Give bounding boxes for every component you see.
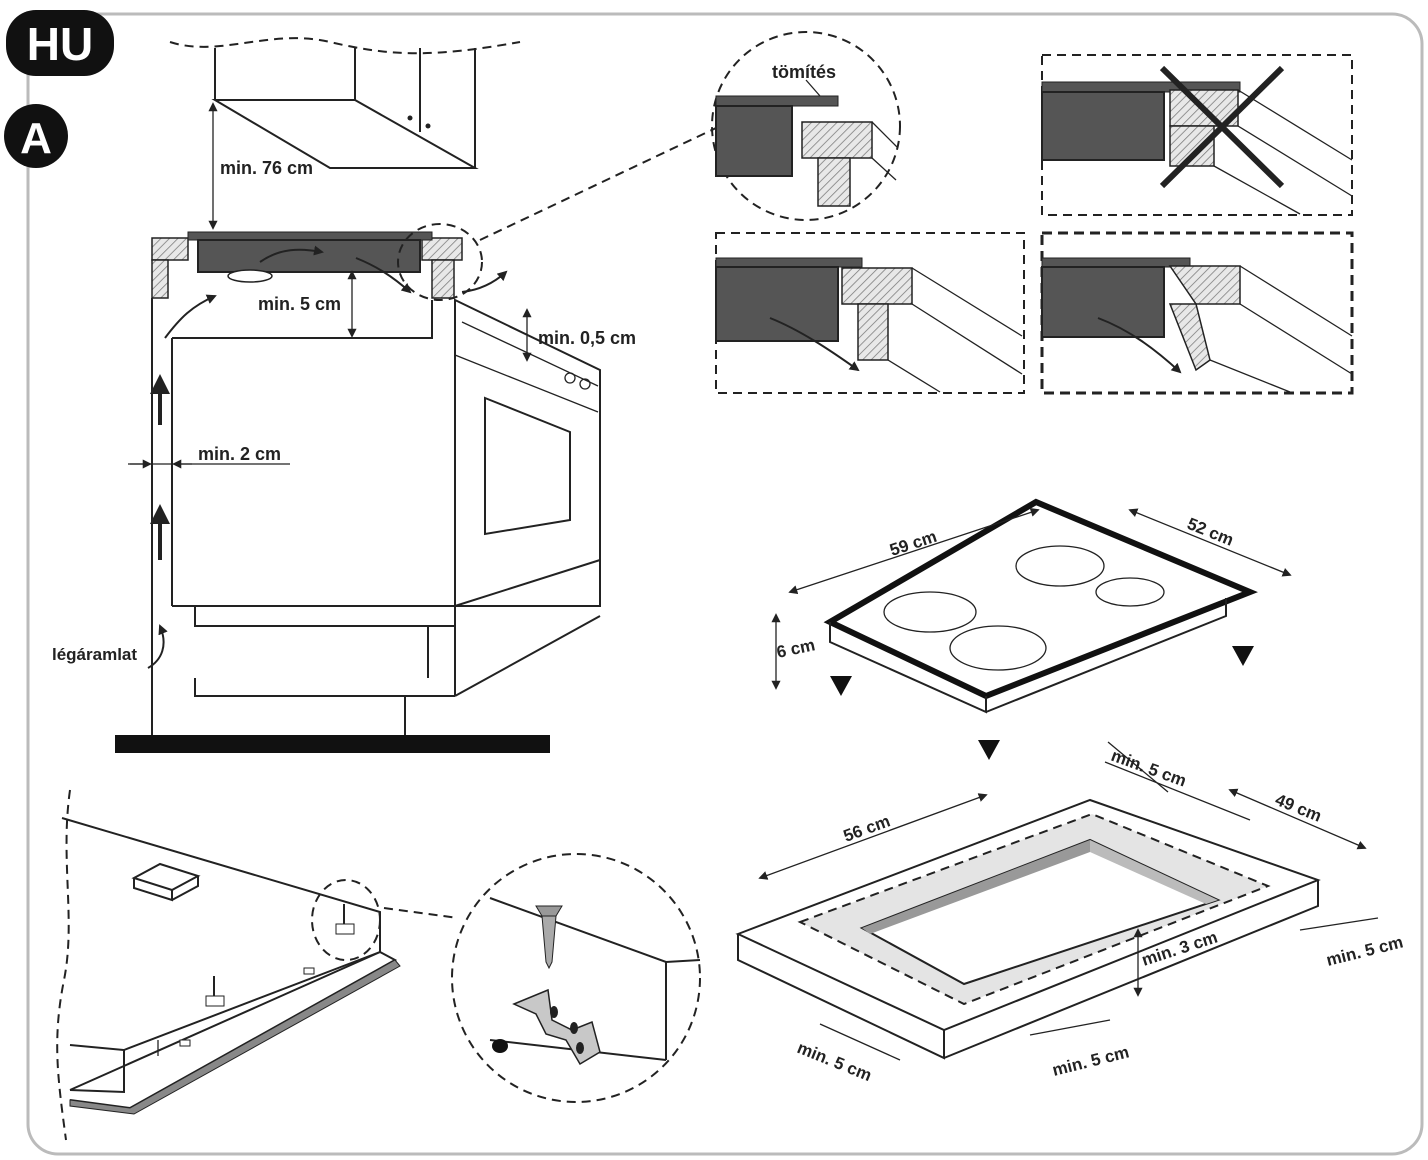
section-badge: A (4, 104, 68, 168)
outer-frame (26, 12, 1424, 1156)
install-option-wrong (1041, 54, 1353, 216)
hob-dimension-view (771, 498, 1292, 760)
install-option-correct-1 (715, 232, 1025, 394)
label-seal: tömítés (772, 62, 836, 82)
label-hob-depth: 52 cm (1185, 514, 1237, 550)
cabinet-side-view (115, 37, 717, 753)
install-option-correct-2 (1040, 231, 1354, 395)
hob-underside-view (56, 789, 459, 1141)
label-cutout-min5-left: min. 5 cm (795, 1038, 875, 1085)
cutout-dimension-view (735, 741, 1379, 1061)
label-hob-height: 6 cm (775, 635, 817, 662)
floor (115, 735, 550, 753)
label-airflow: légáramlat (52, 645, 137, 664)
label-cutout-min5-bottom: min. 5 cm (1050, 1042, 1131, 1079)
language-badge-text: HU (27, 18, 93, 70)
language-badge: HU (6, 10, 114, 76)
label-min-2: min. 2 cm (198, 444, 281, 464)
label-cutout-min5-right: min. 5 cm (1324, 932, 1405, 969)
label-cutout-min3: min. 3 cm (1139, 928, 1219, 970)
section-badge-text: A (20, 114, 52, 163)
label-hob-width: 59 cm (887, 527, 939, 560)
label-min-5: min. 5 cm (258, 294, 341, 314)
label-cutout-width: 56 cm (841, 811, 893, 845)
label-min-05: min. 0,5 cm (538, 328, 636, 348)
label-cutout-depth: 49 cm (1273, 790, 1325, 826)
label-min-76: min. 76 cm (220, 158, 313, 178)
bracket-detail (451, 853, 701, 1103)
seal-detail (711, 31, 901, 221)
